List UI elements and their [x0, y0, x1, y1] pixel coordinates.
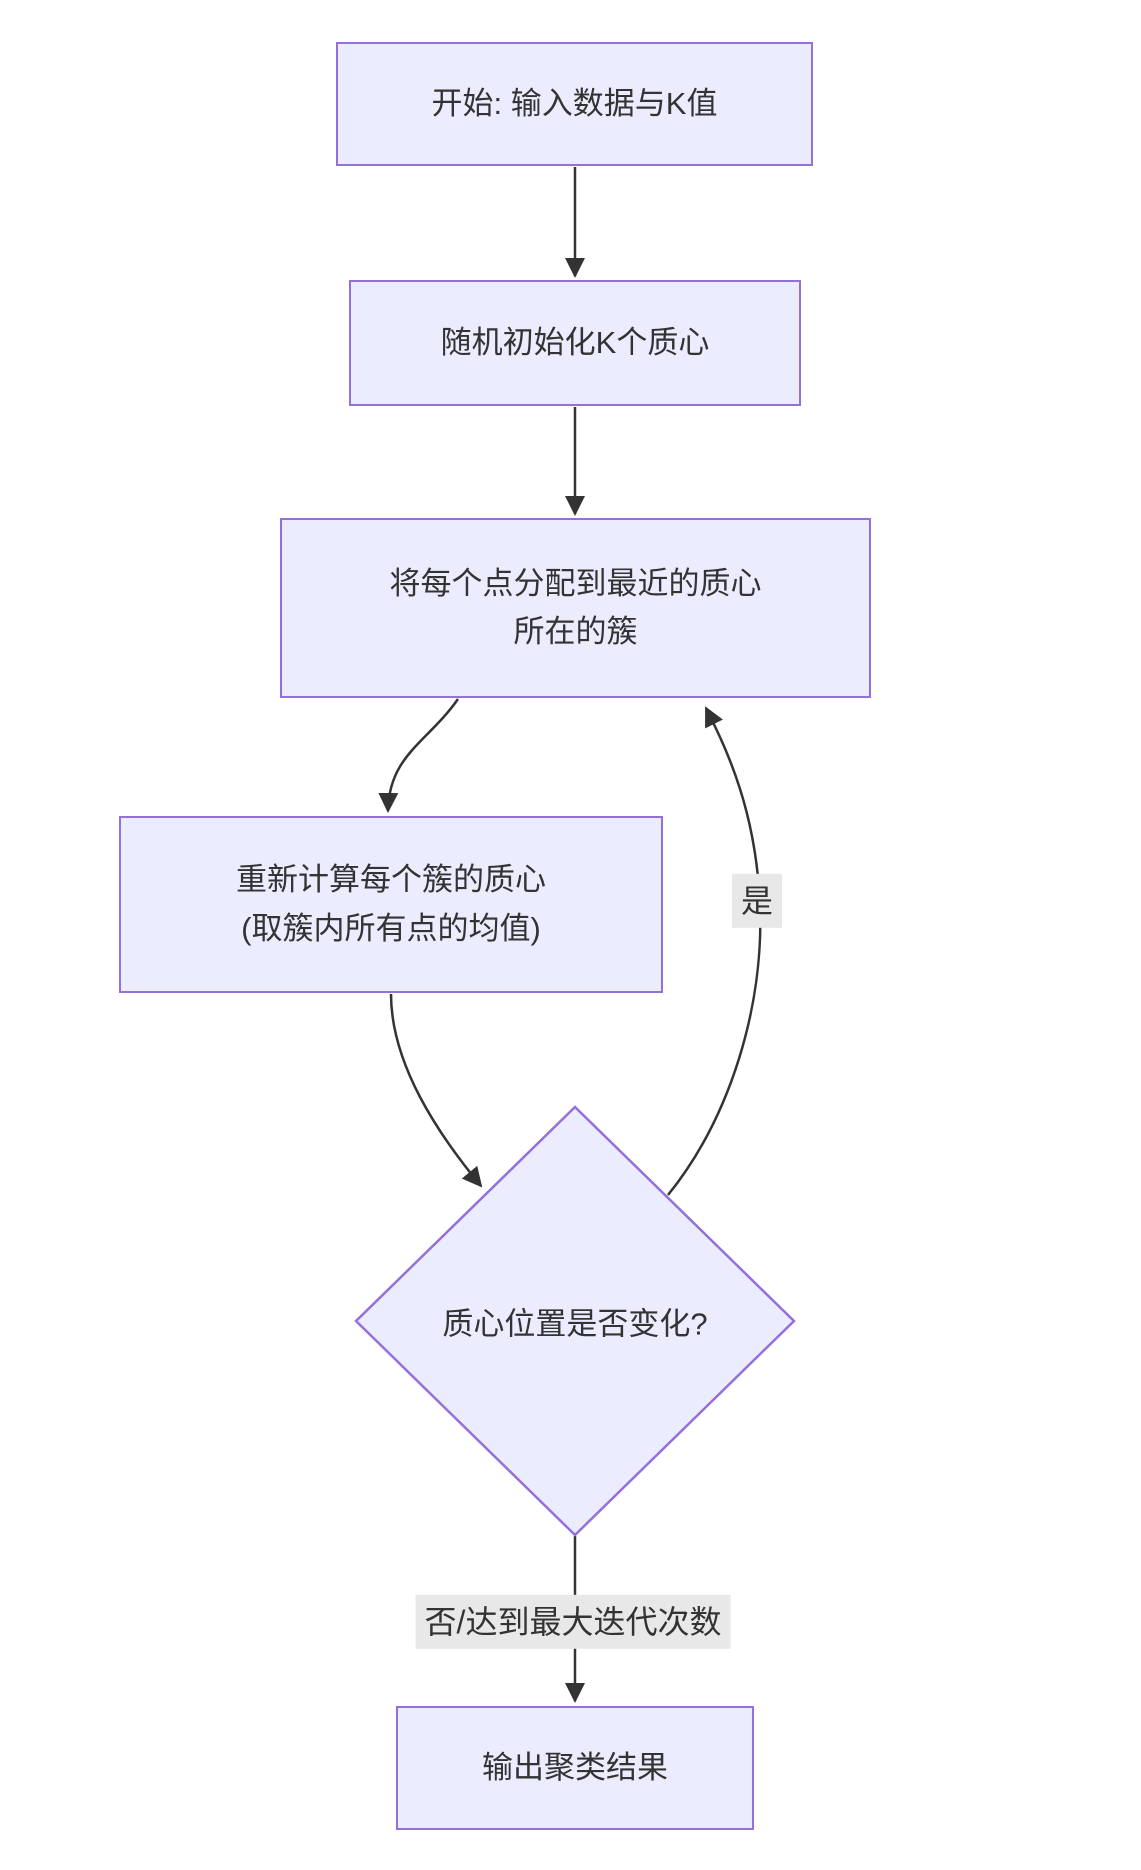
node-start: 开始: 输入数据与K值	[336, 42, 813, 166]
edge-decision-to-assign-yes	[667, 706, 762, 1196]
edge-label-yes: 是	[731, 873, 783, 929]
node-decision-label: 质心位置是否变化?	[442, 1306, 708, 1342]
edge-assign-to-recompute	[378, 698, 460, 813]
node-init-centroids: 随机初始化K个质心	[349, 280, 801, 406]
node-recompute-centroids: 重新计算每个簇的质心 (取簇内所有点的均值)	[119, 816, 663, 993]
edge-label-no-max-iterations: 否/达到最大迭代次数	[415, 1594, 731, 1650]
decision-diamond-shape	[354, 1105, 796, 1537]
node-output-result: 输出聚类结果	[396, 1706, 754, 1830]
node-assign-points: 将每个点分配到最近的质心 所在的簇	[280, 518, 871, 698]
edge-recompute-to-decision	[389, 993, 483, 1188]
